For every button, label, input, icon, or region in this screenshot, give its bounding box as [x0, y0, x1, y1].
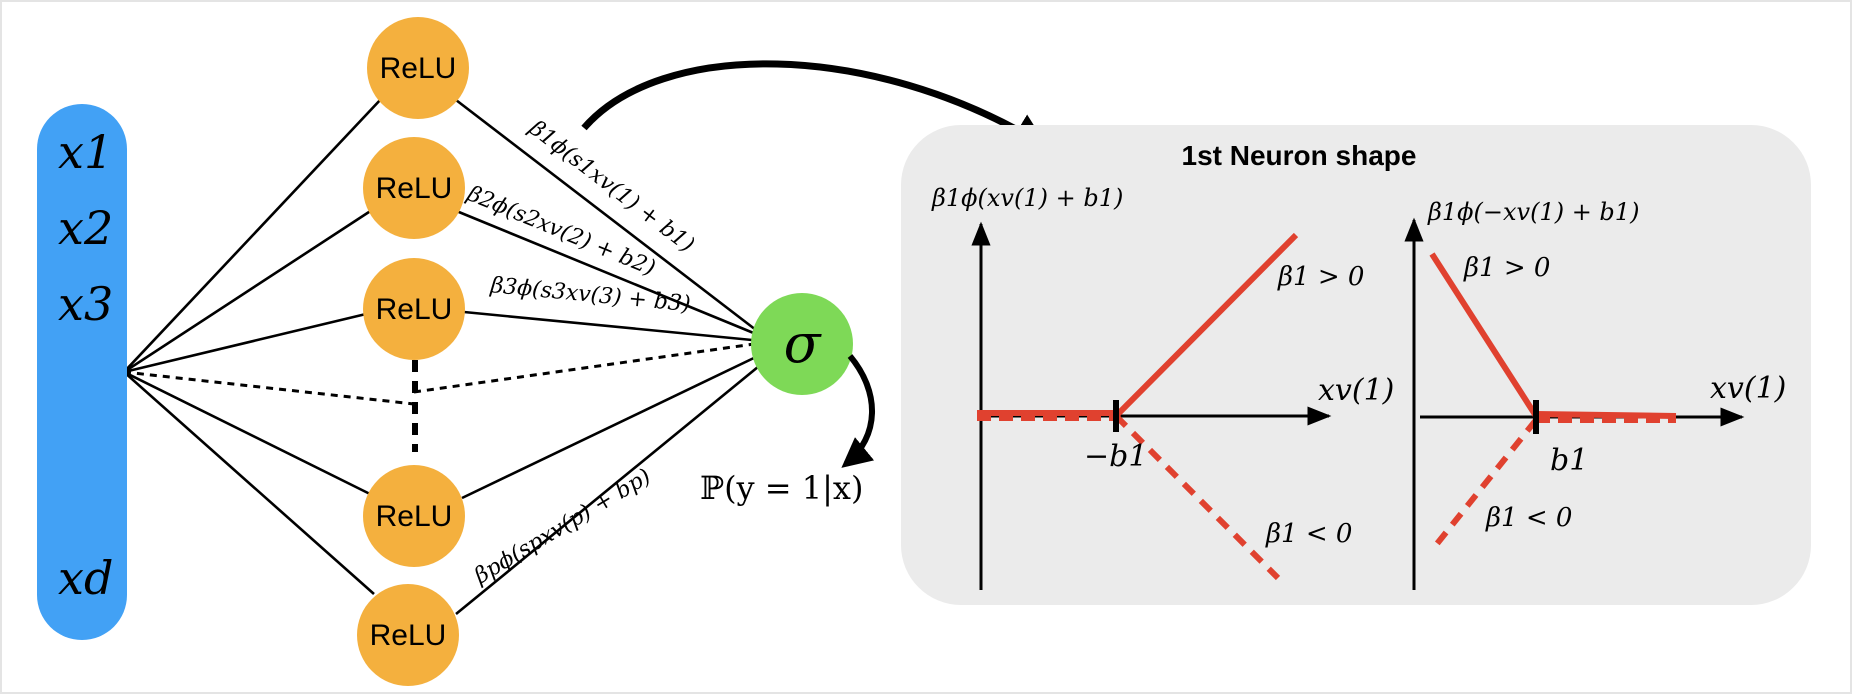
right-neg-line	[1429, 418, 1539, 552]
neuron-shape-panel: 1st Neuron shape β1ϕ(xv(1) + b1) xv(1) −…	[901, 125, 1811, 605]
edge-input-relu2	[123, 208, 373, 374]
left-tick-label: −b1	[1084, 439, 1147, 474]
edge-relu5-output	[455, 360, 765, 616]
edge-input-relu3	[123, 312, 367, 374]
left-xlabel: xv(1)	[1318, 373, 1394, 408]
relu-label: ReLU	[380, 52, 457, 85]
relu-label: ReLU	[376, 172, 453, 205]
right-flat-solid	[1535, 411, 1677, 419]
edge-relu3-output	[463, 310, 753, 342]
dashed-edge-input	[123, 370, 415, 406]
right-tick-label: b1	[1550, 443, 1588, 478]
edge-input-relu5	[123, 371, 375, 595]
edge-input-relu4	[123, 370, 371, 496]
relu-node-2: ReLU	[363, 137, 465, 239]
relu-node-1: ReLU	[367, 17, 469, 119]
dashed-edge-output	[413, 342, 755, 394]
left-plot: β1ϕ(xv(1) + b1) xv(1) −b1 β1 > 0 β1 < 0	[931, 184, 1394, 590]
probability-label: ℙ(y = 1|x)	[700, 469, 863, 507]
relu-label: ReLU	[370, 619, 447, 652]
right-ylabel: β1ϕ(−xv(1) + b1)	[1427, 198, 1639, 226]
edge-input-relu1	[123, 97, 383, 373]
sigma-symbol: σ	[784, 312, 823, 375]
right-pos-line	[1429, 252, 1539, 418]
hidden-layer: ReLU ReLU ReLU ReLU ReLU	[357, 17, 469, 686]
network-edges	[123, 97, 765, 616]
left-ylabel: β1ϕ(xv(1) + b1)	[931, 184, 1123, 212]
input-labels: x1 x2 x3 xd	[58, 125, 113, 605]
input-label-1: x1	[58, 125, 113, 179]
input-layer	[37, 104, 127, 640]
edge-relu1-output	[455, 98, 757, 332]
input-label-3: x3	[58, 277, 113, 331]
right-neg-label: β1 < 0	[1485, 503, 1572, 533]
right-xlabel: xv(1)	[1710, 371, 1786, 406]
right-plot: β1ϕ(−xv(1) + b1) xv(1) b1 β1 > 0 β1 < 0	[1404, 198, 1786, 590]
right-pos-label: β1 > 0	[1463, 253, 1550, 283]
edge-relu2-output	[453, 208, 757, 336]
left-pos-label: β1 > 0	[1277, 262, 1364, 292]
edge-relu4-output	[461, 354, 759, 500]
left-pos-line	[1113, 232, 1299, 419]
relu-node-3: ReLU	[363, 258, 465, 360]
panel-background	[901, 125, 1811, 605]
left-neg-label: β1 < 0	[1265, 519, 1352, 549]
input-label-d: xd	[58, 551, 113, 605]
relu-label: ReLU	[376, 500, 453, 533]
dashed-edges	[123, 342, 755, 406]
output-node: σ	[751, 293, 853, 395]
relu-node-p-1: ReLU	[363, 465, 465, 567]
relu-node-p: ReLU	[357, 584, 459, 686]
curved-arrow-to-panel	[581, 60, 1048, 148]
relu-label: ReLU	[376, 293, 453, 326]
panel-title: 1st Neuron shape	[1182, 140, 1417, 171]
input-label-2: x2	[58, 201, 113, 255]
output-arrow	[841, 354, 875, 468]
